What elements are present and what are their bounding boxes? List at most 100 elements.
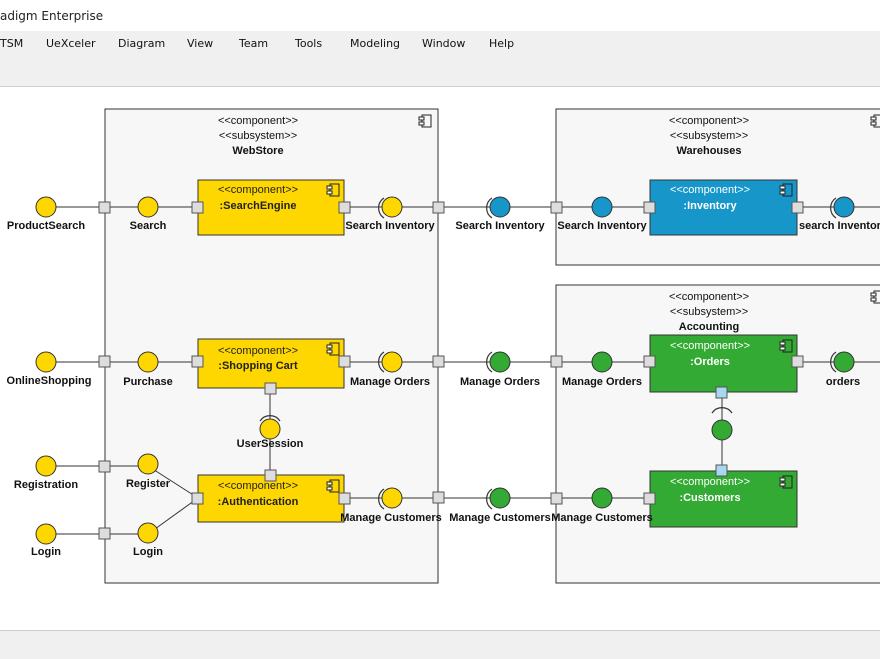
interface-label: Registration <box>14 479 78 491</box>
stereotype-label: <<subsystem>> <box>670 130 748 142</box>
socket <box>486 351 493 373</box>
port[interactable] <box>432 491 445 504</box>
port[interactable] <box>791 355 804 368</box>
status-bar <box>0 630 880 659</box>
menu-view[interactable]: View <box>187 37 214 50</box>
interface-ball[interactable] <box>137 453 159 475</box>
stereotype-label: <<component>> <box>670 340 750 352</box>
port[interactable] <box>191 201 204 214</box>
port[interactable] <box>643 492 656 505</box>
port[interactable] <box>191 355 204 368</box>
menu-modeling[interactable]: Modeling <box>350 37 401 50</box>
port[interactable] <box>338 355 351 368</box>
stereotype-label: <<component>> <box>669 291 749 303</box>
interface-label: Manage Orders <box>350 376 430 388</box>
socket <box>486 488 493 510</box>
interface-ball[interactable] <box>489 196 511 218</box>
interface-label: OnlineShopping <box>7 375 92 387</box>
interface-ball[interactable] <box>35 523 57 545</box>
interface-label: Manage Customers <box>340 512 441 524</box>
component-name: :SearchEngine <box>219 200 296 212</box>
interface-label: Search Inventory <box>557 220 647 232</box>
interface-label: ProductSearch <box>7 220 86 232</box>
component-search-engine[interactable] <box>197 179 345 236</box>
socket <box>259 415 281 422</box>
socket <box>830 351 837 373</box>
diagram-canvas[interactable]: <<component>> <<subsystem>> WebStore <<c… <box>0 87 880 630</box>
interface-ball[interactable] <box>259 418 281 440</box>
interface-label: Login <box>133 546 163 558</box>
port[interactable] <box>264 469 277 482</box>
stereotype-label: <<component>> <box>670 184 750 196</box>
interface-ball[interactable] <box>489 487 511 509</box>
toolbar <box>0 56 880 87</box>
interface-label: UserSession <box>237 438 304 450</box>
subsystem-name: Accounting <box>679 321 740 333</box>
port[interactable] <box>98 527 111 540</box>
menu-help[interactable]: Help <box>489 37 515 50</box>
interface-ball[interactable] <box>381 351 403 373</box>
interface-ball[interactable] <box>833 196 855 218</box>
interface-label: search Inventor <box>799 220 880 232</box>
component-shopping-cart[interactable] <box>197 338 345 389</box>
menu-team[interactable]: Team <box>239 37 269 50</box>
port[interactable] <box>432 355 445 368</box>
interface-ball[interactable] <box>381 196 403 218</box>
interface-label: Register <box>126 478 171 490</box>
socket <box>486 197 493 219</box>
interface-ball[interactable] <box>137 351 159 373</box>
menu-diagram[interactable]: Diagram <box>118 37 166 50</box>
port[interactable] <box>550 492 563 505</box>
interface-label: Manage Orders <box>460 376 540 388</box>
menu-bar: TSM UeXceler Diagram View Team Tools Mod… <box>0 31 880 56</box>
port[interactable] <box>432 201 445 214</box>
stereotype-label: <<component>> <box>218 345 298 357</box>
menu-tsm[interactable]: TSM <box>0 37 24 50</box>
interface-label: Manage Customers <box>449 512 550 524</box>
interface-label: orders <box>826 376 860 388</box>
port[interactable] <box>98 460 111 473</box>
interface-ball[interactable] <box>137 196 159 218</box>
interface-ball[interactable] <box>381 487 403 509</box>
interface-ball[interactable] <box>489 351 511 373</box>
port[interactable] <box>715 386 728 399</box>
interface-ball[interactable] <box>711 419 733 441</box>
interface-ball[interactable] <box>591 487 613 509</box>
socket <box>378 351 385 373</box>
port[interactable] <box>643 355 656 368</box>
component-name: :Authentication <box>218 496 299 508</box>
interface-ball[interactable] <box>35 351 57 373</box>
interface-ball[interactable] <box>591 351 613 373</box>
component-customers[interactable] <box>649 470 798 528</box>
port[interactable] <box>715 464 728 477</box>
interface-label: Search <box>130 220 167 232</box>
port[interactable] <box>643 201 656 214</box>
interface-ball[interactable] <box>833 351 855 373</box>
port[interactable] <box>791 201 804 214</box>
port[interactable] <box>338 201 351 214</box>
port[interactable] <box>550 201 563 214</box>
window-title: adigm Enterprise <box>0 9 104 23</box>
port[interactable] <box>98 201 111 214</box>
menu-uexceler[interactable]: UeXceler <box>46 37 96 50</box>
socket <box>378 197 385 219</box>
stereotype-label: <<component>> <box>218 184 298 196</box>
menu-window[interactable]: Window <box>422 37 466 50</box>
stereotype-label: <<subsystem>> <box>219 130 297 142</box>
interface-label: Manage Orders <box>562 376 642 388</box>
interface-ball[interactable] <box>591 196 613 218</box>
component-inventory[interactable] <box>649 179 798 236</box>
interface-ball[interactable] <box>137 522 159 544</box>
component-diagram[interactable]: <<component>> <<subsystem>> WebStore <<c… <box>0 87 880 630</box>
subsystem-name: Warehouses <box>676 145 741 157</box>
port[interactable] <box>264 382 277 395</box>
port[interactable] <box>550 355 563 368</box>
menu-tools[interactable]: Tools <box>295 37 323 50</box>
port[interactable] <box>338 492 351 505</box>
socket <box>378 488 385 510</box>
interface-label: Search Inventory <box>345 220 435 232</box>
port[interactable] <box>98 355 111 368</box>
port[interactable] <box>191 492 204 505</box>
interface-ball[interactable] <box>35 455 57 477</box>
interface-ball[interactable] <box>35 196 57 218</box>
